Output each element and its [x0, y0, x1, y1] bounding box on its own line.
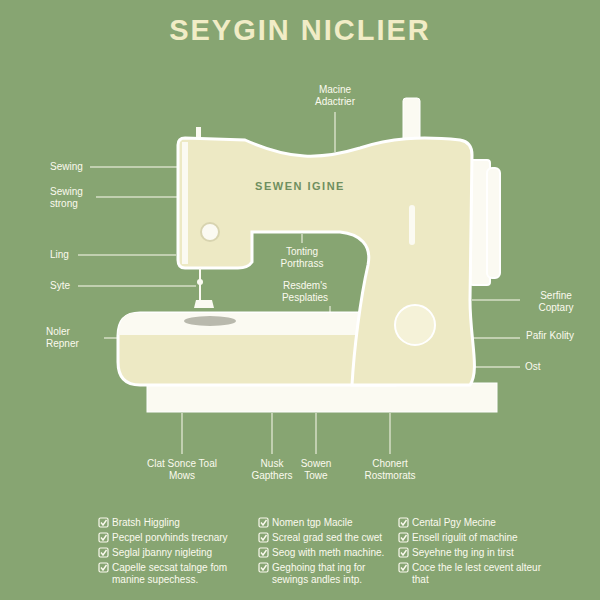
- checklist-item: Capelle secsat talnge fom manine supeche…: [112, 562, 257, 586]
- checkbox-frame: [99, 518, 108, 527]
- checkbox-tick: [401, 520, 407, 525]
- part-label: Chonert Rostmorats: [350, 458, 430, 482]
- checkbox-tick: [101, 535, 107, 540]
- checklist-item: Bratsh Higgling: [112, 517, 257, 529]
- checkbox-frame: [259, 533, 268, 542]
- leader-line: [104, 338, 117, 339]
- bobbin-cover: [395, 305, 435, 345]
- checkbox: [99, 548, 108, 557]
- checkbox-frame: [99, 548, 108, 557]
- checkbox: [99, 563, 108, 572]
- checklist-item: Cental Pgy Mecine: [412, 517, 542, 529]
- part-label: Syte: [50, 280, 78, 292]
- leader-line: [472, 300, 520, 301]
- checkbox-frame: [399, 563, 408, 572]
- checkbox: [399, 548, 408, 557]
- checklist-item: Seglal jbanny nigleting: [112, 547, 257, 559]
- checklist-item: Geghoing that ing for sewings andles int…: [272, 562, 394, 586]
- needle-plate: [184, 316, 236, 326]
- part-label: Pafir Kolity: [525, 330, 575, 342]
- leader-line: [272, 413, 273, 454]
- leader-line: [472, 367, 520, 368]
- bed-top: [118, 313, 395, 335]
- checkbox-tick: [101, 565, 107, 570]
- checkbox-tick: [261, 520, 267, 525]
- title: SEYGIN NICLIER: [0, 14, 600, 47]
- checkbox-frame: [99, 533, 108, 542]
- checklist-item: Pecpel porvhinds trecnary: [112, 532, 257, 544]
- checklist-item: Seyehne thg ing in tirst: [412, 547, 542, 559]
- spool-pin: [403, 98, 420, 142]
- checkbox-tick: [101, 550, 107, 555]
- checkbox: [399, 518, 408, 527]
- leader-line: [90, 167, 180, 168]
- checklist-item: Screal grad sed the cwet: [272, 532, 394, 544]
- leader-line: [78, 286, 196, 287]
- checklist-item: Seog with meth machine.: [272, 547, 394, 559]
- slot: [409, 205, 415, 245]
- checkbox-tick: [401, 535, 407, 540]
- leader-line: [316, 413, 317, 454]
- checkbox: [399, 563, 408, 572]
- part-label: Resdem's Pesplaties: [265, 280, 345, 304]
- checklist-item: Coce the le lest cevent alteur that: [412, 562, 542, 586]
- checkbox-tick: [261, 535, 267, 540]
- machine-base: [147, 383, 497, 412]
- checkbox: [259, 533, 268, 542]
- leader-line: [390, 413, 391, 454]
- part-label: Serfine Coptary: [525, 290, 587, 314]
- needle-clamp: [197, 279, 203, 285]
- leader-line: [96, 197, 180, 198]
- checklist-item: Ensell rigulit of machine: [412, 532, 542, 544]
- checkbox-frame: [99, 563, 108, 572]
- stitch-dial: [201, 223, 219, 241]
- part-label: Noler Repner: [46, 326, 104, 350]
- handwheel: [487, 168, 500, 278]
- part-label: Tonting Porthrass: [267, 246, 337, 270]
- part-label: Macine Adactrier: [300, 84, 370, 108]
- part-label: Clat Sonce Toal Mows: [147, 458, 217, 482]
- checkbox: [99, 518, 108, 527]
- leader-line: [335, 112, 336, 152]
- checkbox: [259, 563, 268, 572]
- checkbox: [399, 533, 408, 542]
- checkbox: [259, 518, 268, 527]
- machine-badge: SEWEN IGINE: [240, 180, 360, 192]
- needle-bar: [199, 268, 201, 305]
- head-highlight: [182, 142, 188, 264]
- checkbox: [99, 533, 108, 542]
- machine-arm-body: [178, 138, 474, 385]
- checkbox-frame: [259, 518, 268, 527]
- checkbox-tick: [101, 520, 107, 525]
- checkbox-frame: [399, 533, 408, 542]
- checkbox-tick: [261, 565, 267, 570]
- checkbox: [259, 548, 268, 557]
- part-label: Sewing: [50, 161, 90, 173]
- leader-line: [302, 234, 303, 243]
- presser-foot: [194, 300, 214, 308]
- leader-lines: [78, 112, 520, 454]
- checkbox-frame: [399, 548, 408, 557]
- part-label: Sewing strong: [50, 186, 96, 210]
- leader-line: [182, 413, 183, 454]
- checklist-item: Nomen tgp Macile: [272, 517, 394, 529]
- leader-line: [78, 255, 176, 256]
- part-label: Ost: [525, 361, 555, 373]
- checkbox-tick: [261, 550, 267, 555]
- checkbox-tick: [401, 550, 407, 555]
- checkbox-tick: [401, 565, 407, 570]
- leader-line: [472, 338, 520, 339]
- part-label: Nusk Gapthers: [242, 458, 302, 482]
- part-label: Ling: [50, 249, 78, 261]
- checkbox-frame: [259, 563, 268, 572]
- checkbox-frame: [259, 548, 268, 557]
- part-label: Sowen Towe: [291, 458, 341, 482]
- checkbox-frame: [399, 518, 408, 527]
